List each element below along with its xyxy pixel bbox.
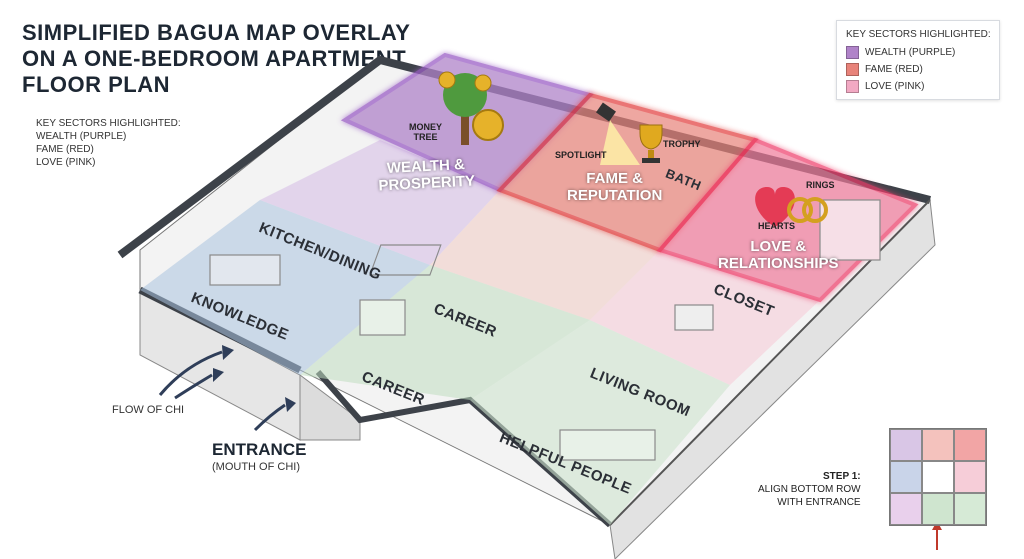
flow-arrow (253, 403, 286, 432)
bagua-grid (889, 428, 987, 526)
legend-item-wealth: WEALTH (PURPLE) (846, 46, 956, 59)
trophy-icon (639, 124, 663, 163)
money-tree-icon (438, 71, 504, 145)
side-key-line: WEALTH (PURPLE) (36, 131, 127, 142)
title-line-1: SIMPLIFIED BAGUA MAP OVERLAY (22, 20, 411, 45)
center-sector (430, 190, 660, 320)
step-line: WITH ENTRANCE (777, 497, 861, 508)
flow-arrows (158, 345, 296, 432)
bagua-cell (922, 429, 954, 461)
bagua-cell (890, 461, 922, 493)
career-sector (300, 265, 590, 400)
legend-box: KEY SECTORS HIGHLIGHTED: WEALTH (PURPLE)… (836, 20, 1000, 100)
side-key-heading: KEY SECTORS HIGHLIGHTED: (36, 118, 181, 129)
fame-label-line: FAME & (586, 170, 643, 187)
furniture (209, 199, 881, 461)
kitchen-counter (209, 254, 281, 286)
legend-item-love: LOVE (PINK) (846, 80, 925, 93)
flow-of-chi-label: FLOW OF CHI (112, 404, 185, 416)
side-key-line: FAME (RED) (36, 144, 94, 155)
legend-label-fame: FAME (RED) (865, 64, 923, 76)
money-tree-label-line: TREE (413, 132, 438, 142)
legend-swatch-wealth (846, 46, 859, 59)
love-label-line: LOVE & (750, 238, 807, 255)
spotlight-icon (596, 102, 640, 165)
flow-arrowhead (213, 368, 224, 382)
love-sector-label: LOVE & RELATIONSHIPS (718, 238, 839, 272)
bagua-cell (954, 429, 986, 461)
bagua-cell (922, 493, 954, 525)
legend-label-wealth: WEALTH (PURPLE) (865, 47, 956, 59)
rings-icon (787, 197, 828, 223)
sofa (559, 429, 656, 461)
step-line: ALIGN BOTTOM ROW (758, 484, 861, 495)
hearts-icon (755, 187, 795, 227)
flow-arrow (158, 350, 223, 396)
knowledge-sector (140, 200, 430, 375)
trophy-label: TROPHY (663, 139, 701, 149)
bagua-cell (890, 493, 922, 525)
armchair (359, 299, 406, 336)
legend-label-love: LOVE (PINK) (865, 81, 925, 93)
hearts-label: HEARTS (758, 221, 796, 231)
flow-arrow (174, 373, 213, 400)
entrance-sub-label: (MOUTH OF CHI) (212, 461, 300, 473)
bagua-cell (890, 429, 922, 461)
fame-sector-label: FAME & REPUTATION (567, 170, 662, 204)
bagua-sectors (140, 52, 919, 525)
legend-swatch-fame (846, 63, 859, 76)
tv (674, 304, 714, 331)
money-tree-label: MONEY TREE (409, 122, 442, 142)
side-key-line: LOVE (PINK) (36, 157, 96, 168)
legend-swatch-love (846, 80, 859, 93)
entrance-label: ENTRANCE (212, 440, 307, 459)
side-key: KEY SECTORS HIGHLIGHTED: WEALTH (PURPLE)… (36, 117, 181, 169)
wealth-sector-label: WEALTH & PROSPERITY (377, 155, 475, 195)
money-tree-label-line: MONEY (409, 122, 443, 132)
spotlight-label: SPOTLIGHT (555, 150, 607, 160)
step-title: STEP 1: (823, 471, 861, 482)
bagua-cell (954, 493, 986, 525)
legend-item-fame: FAME (RED) (846, 63, 923, 76)
legend-heading: KEY SECTORS HIGHLIGHTED: (846, 29, 991, 40)
dining-table (369, 244, 442, 276)
family-sector (260, 140, 500, 265)
title-line-2: ON A ONE-BEDROOM APARTMENT (22, 46, 407, 71)
rings-label: RINGS (806, 180, 835, 190)
bagua-cell (922, 461, 954, 493)
page-title: SIMPLIFIED BAGUA MAP OVERLAY ON A ONE-BE… (22, 20, 442, 98)
bed (819, 199, 881, 261)
helpful-people-sector (470, 320, 730, 525)
flow-arrowhead (285, 397, 296, 412)
title-line-3: FLOOR PLAN (22, 72, 170, 97)
fame-label-line: REPUTATION (567, 187, 663, 204)
bagua-cell (954, 461, 986, 493)
flow-arrowhead (222, 345, 234, 360)
step-note: STEP 1: ALIGN BOTTOM ROW WITH ENTRANCE (758, 470, 861, 509)
love-label-line: RELATIONSHIPS (718, 255, 839, 272)
